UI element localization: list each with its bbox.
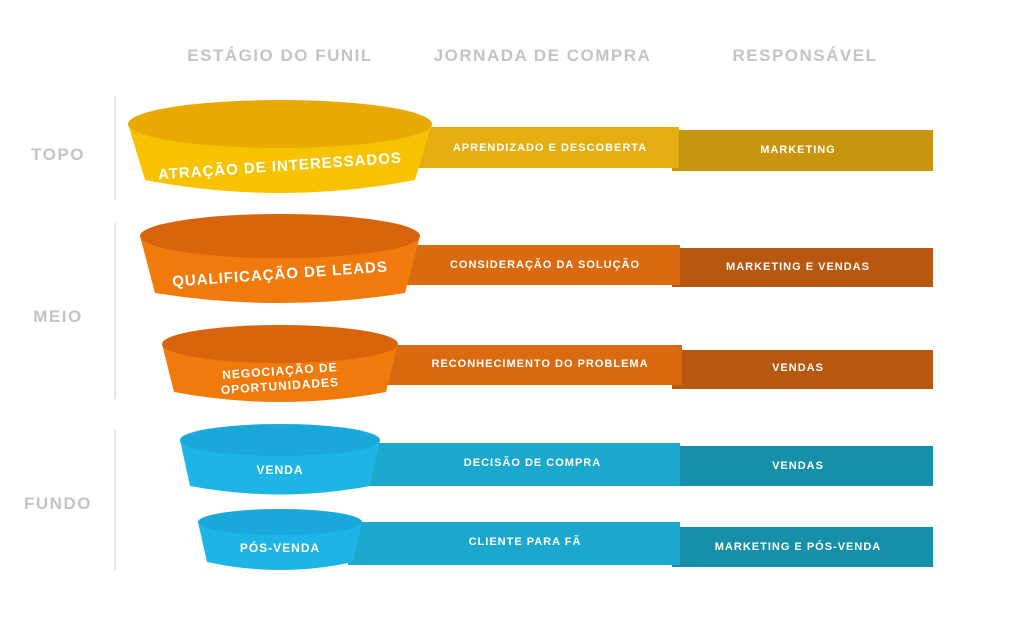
- funnel-label: VENDA: [256, 463, 304, 477]
- stage-label-bottom: FUNDO: [24, 494, 92, 513]
- header-journey: JORNADA DE COMPRA: [433, 46, 652, 65]
- owner-band: [672, 248, 933, 287]
- header-stage: ESTÁGIO DO FUNIL: [187, 46, 373, 65]
- owner-label: VENDAS: [772, 460, 824, 472]
- funnel-rim: [162, 325, 398, 363]
- stage-divider-top: [114, 96, 116, 200]
- journey-band: [400, 245, 680, 285]
- funnel-label: PÓS-VENDA: [239, 541, 321, 555]
- funnel-rim: [180, 424, 380, 456]
- journey-band: [385, 345, 682, 385]
- stage-label-middle: MEIO: [33, 307, 83, 326]
- stage-divider-middle: [114, 223, 116, 399]
- stage-divider-bottom: [114, 430, 116, 570]
- journey-band: [365, 443, 680, 486]
- journey-label: RECONHECIMENTO DO PROBLEMA: [431, 358, 649, 370]
- owner-label: MARKETING E PÓS-VENDA: [714, 541, 882, 553]
- header-owner: RESPONSÁVEL: [732, 46, 878, 65]
- owner-band: [672, 130, 933, 171]
- stage-label-top: TOPO: [31, 145, 85, 164]
- journey-label: DECISÃO DE COMPRA: [463, 457, 602, 469]
- owner-band: [672, 527, 933, 567]
- journey-label: CLIENTE PARA FÃ: [468, 536, 582, 548]
- journey-band: [348, 522, 680, 565]
- owner-band: [672, 446, 933, 486]
- journey-label: CONSIDERAÇÃO DA SOLUÇÃO: [449, 259, 641, 271]
- owner-label: VENDAS: [772, 362, 824, 374]
- owner-band: [672, 350, 933, 389]
- funnel-body: [198, 522, 362, 570]
- journey-band: [415, 127, 679, 168]
- funnel-rim: [128, 100, 432, 148]
- owner-label: MARKETING: [760, 144, 836, 156]
- owner-label: MARKETING E VENDAS: [726, 261, 870, 273]
- funnel-rim: [140, 214, 420, 258]
- journey-label: APRENDIZADO E DESCOBERTA: [452, 142, 648, 154]
- funnel-rim: [198, 509, 362, 535]
